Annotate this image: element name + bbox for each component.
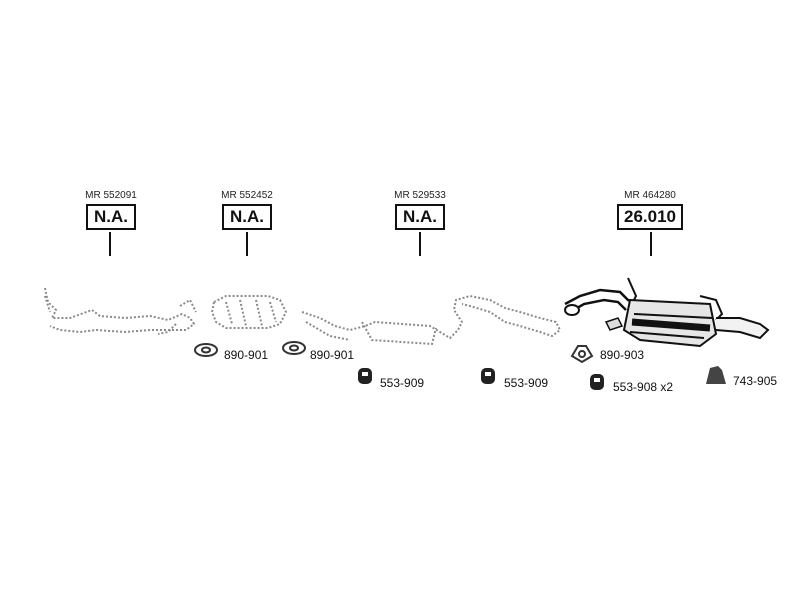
part-label[interactable]: 553-909 (380, 376, 425, 390)
flange-gasket-icon (570, 345, 594, 364)
reference-value-box[interactable]: N.A. (86, 204, 136, 230)
rubber-hanger-icon (590, 374, 604, 390)
mounting-rubber-icon (706, 366, 726, 384)
part-label[interactable]: 890-903 (600, 348, 645, 362)
gasket-icon (282, 341, 306, 355)
reference-code: MR 552452 (221, 190, 273, 201)
reference-block: MR 529533 N.A. (389, 190, 451, 230)
reference-stem (246, 232, 248, 256)
reference-stem (650, 232, 652, 256)
reference-value-box[interactable]: N.A. (222, 204, 272, 230)
reference-code: MR 529533 (394, 190, 446, 201)
reference-block: MR 552091 N.A. (80, 190, 142, 230)
reference-block: MR 552452 N.A. (216, 190, 278, 230)
gasket-icon (194, 343, 218, 357)
part-label[interactable]: 553-908 x2 (613, 380, 674, 394)
reference-value-box[interactable]: N.A. (395, 204, 445, 230)
reference-value-box[interactable]: 26.010 (617, 204, 683, 230)
reference-stem (109, 232, 111, 256)
part-label[interactable]: 743-905 (733, 374, 778, 388)
reference-stem (419, 232, 421, 256)
part-label[interactable]: 553-909 (504, 376, 549, 390)
part-label[interactable]: 890-901 (310, 348, 355, 362)
rubber-hanger-icon (358, 368, 372, 384)
reference-code: MR 464280 (624, 190, 676, 201)
reference-code: MR 552091 (85, 190, 137, 201)
reference-block: MR 464280 26.010 (614, 190, 686, 230)
center-pipe-outline (301, 294, 562, 346)
rubber-hanger-icon (481, 368, 495, 384)
catalyst-outline (210, 295, 288, 329)
part-label[interactable]: 890-901 (224, 348, 269, 362)
front-pipe-outline (44, 287, 197, 335)
rear-muffler (564, 277, 770, 348)
